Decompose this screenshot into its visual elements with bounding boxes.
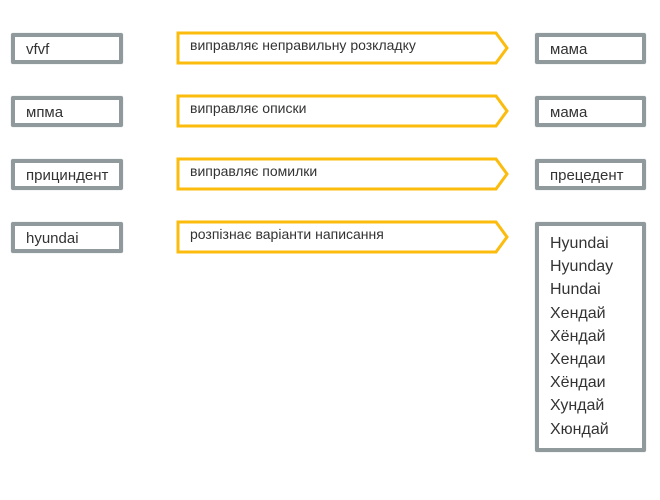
arrow-label: виправляє описки (190, 100, 307, 116)
variant-item: Хюндай (550, 420, 609, 438)
input-word: прициндент (26, 167, 109, 184)
arrow-shape-icon (176, 220, 509, 254)
arrow-fix-errors: виправляє помилки (176, 157, 510, 191)
input-box-variants: hyundai (11, 222, 123, 253)
arrow-label: виправляє помилки (190, 163, 318, 179)
output-box-layout: мама (535, 33, 646, 64)
variant-item: Хундай (550, 397, 605, 415)
variant-item: Хёндай (550, 327, 606, 345)
arrow-shape-icon (176, 157, 509, 191)
input-word: мпма (26, 104, 64, 121)
output-word: мама (550, 41, 588, 58)
output-variants-list: Hyundai Hyunday Hundai Хендай Хёндай Хен… (535, 222, 646, 452)
output-box-errors: прецедент (535, 159, 646, 190)
input-box-layout: vfvf (11, 33, 123, 64)
arrow-fix-typos: виправляє описки (176, 94, 510, 128)
variant-item: Хендай (550, 304, 606, 322)
input-box-errors: прициндент (11, 159, 123, 190)
input-box-typos: мпма (11, 96, 123, 127)
variant-item: Hyundai (550, 235, 609, 252)
output-word: прецедент (550, 167, 624, 184)
arrow-label: виправляє неправильну розкладку (190, 37, 416, 53)
variant-item: Хёндаи (550, 374, 606, 392)
output-box-typos: мама (535, 96, 646, 127)
arrow-shape-icon (176, 31, 509, 65)
arrow-variants: розпізнає варіанти написання (176, 220, 510, 254)
variant-item: Hyunday (550, 258, 614, 276)
input-word: vfvf (26, 41, 50, 58)
variant-item: Хендаи (550, 351, 606, 369)
arrow-label: розпізнає варіанти написання (190, 226, 384, 242)
variant-item: Hundai (550, 281, 601, 299)
input-word: hyundai (26, 230, 79, 247)
output-word: мама (550, 104, 588, 121)
arrow-shape-icon (176, 94, 509, 128)
arrow-fix-layout: виправляє неправильну розкладку (176, 31, 510, 65)
